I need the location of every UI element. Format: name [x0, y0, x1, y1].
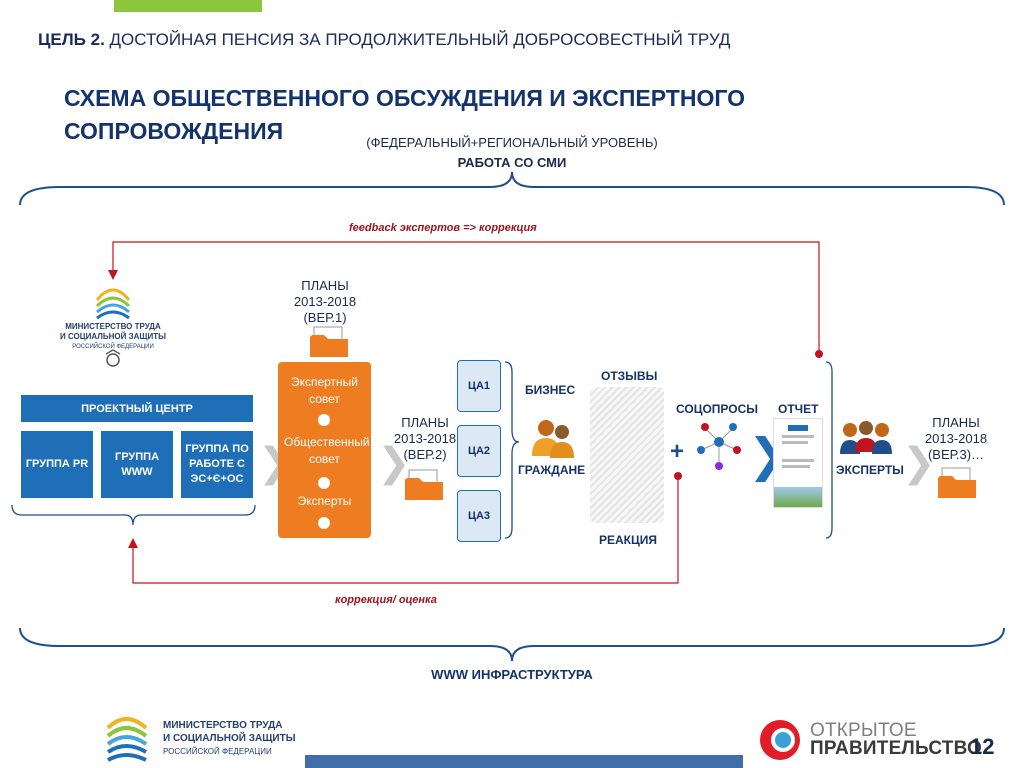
- feedback-bottom-arrow: [128, 538, 138, 548]
- social-network-icon: [697, 423, 741, 470]
- ministry-line-1: МИНИСТЕРСТВО ТРУДА: [65, 322, 161, 331]
- feedback-top-label: feedback экспертов => коррекция: [349, 222, 537, 234]
- open-government-logo-icon: [760, 720, 800, 760]
- og-line-2: ПРАВИТЕЛЬСТВО: [810, 738, 983, 759]
- feedback-top-arrow: [108, 270, 118, 280]
- reviews-panel: [590, 387, 664, 523]
- goal-prefix: ЦЕЛЬ 2.: [38, 30, 105, 49]
- bottom-brace: [19, 627, 1005, 662]
- level-label: (ФЕДЕРАЛЬНЫЙ+РЕГИОНАЛЬНЫЙ УРОВЕНЬ): [366, 135, 658, 150]
- plans-v2-title: ПЛАНЫ: [401, 415, 449, 430]
- footer-bar: [305, 755, 743, 768]
- polls-label: СОЦОПРОСЫ: [676, 402, 759, 416]
- open-government-text: ОТКРЫТОЕ ПРАВИТЕЛЬСТВО: [810, 720, 983, 759]
- footer-ministry-text: МИНИСТЕРСТВО ТРУДА И СОЦИАЛЬНОЙ ЗАЩИТЫ Р…: [163, 719, 296, 758]
- expert-council-box: Экспертный совет Общественный совет Эксп…: [278, 362, 371, 538]
- ministry-line-2: И СОЦИАЛЬНОЙ ЗАЩИТЫ: [60, 332, 166, 341]
- plans-v1-title: ПЛАНЫ: [301, 278, 349, 293]
- feedback-bottom-line: [132, 476, 679, 584]
- title-line-1: СХЕМА ОБЩЕСТВЕННОГО ОБСУЖДЕНИЯ И ЭКСПЕРТ…: [64, 85, 745, 111]
- page-number: 12: [970, 734, 995, 759]
- document-folder-icon: [405, 469, 443, 500]
- people-icon: [840, 421, 892, 454]
- citizens-label: ГРАЖДАНЕ: [518, 463, 586, 477]
- footer-ministry-line-3: РОССИЙСКОЙ ФЕДЕРАЦИИ: [163, 747, 272, 756]
- footer-ministry-line-2: И СОЦИАЛЬНОЙ ЗАЩИТЫ: [163, 733, 296, 744]
- public-council-label: Общественный совет: [284, 435, 370, 466]
- feedback-bottom-label: коррекция/ оценка: [335, 594, 437, 606]
- media-label: РАБОТА СО СМИ: [457, 155, 567, 170]
- experts-label: Эксперты: [297, 494, 352, 508]
- project-center: ПРОЕКТНЫЙ ЦЕНТР: [21, 395, 253, 422]
- bullet-dot: [318, 477, 330, 489]
- feedback-bottom-dot: [674, 472, 682, 480]
- slide-title: СХЕМА ОБЩЕСТВЕННОГО ОБСУЖДЕНИЯ И ЭКСПЕРТ…: [64, 82, 804, 148]
- bullet-dot: [318, 517, 330, 529]
- plans-v2-years: 2013-2018: [393, 431, 457, 446]
- group-pr: ГРУППА PR: [21, 431, 93, 498]
- plans-v2-version: (ВЕР.2): [403, 447, 447, 462]
- ministry-line-3: РОССИЙСКОЙ ФЕДЕРАЦИИ: [72, 344, 154, 350]
- goal-heading: ЦЕЛЬ 2. ДОСТОЙНАЯ ПЕНСИЯ ЗА ПРОДОЛЖИТЕЛЬ…: [38, 30, 730, 50]
- reaction-label: РЕАКЦИЯ: [599, 533, 658, 547]
- experts-caption: ЭКСПЕРТЫ: [836, 463, 904, 477]
- plans-v3-years: 2013-2018: [924, 431, 988, 446]
- business-label: БИЗНЕС: [525, 383, 576, 397]
- report-label: ОТЧЕТ: [778, 402, 819, 416]
- group-expert-work: ГРУППА ПО РАБОТЕ С ЭС+Є+ОС: [181, 431, 253, 498]
- group-www: ГРУППА WWW: [101, 431, 173, 498]
- plans-v3-version: (ВЕР.3)…: [927, 447, 985, 462]
- feedback-top-dot: [815, 350, 823, 358]
- target-audience-1: ЦА1: [457, 360, 501, 412]
- www-infrastructure-label: WWW ИНФРАСТРУКТУРА: [431, 667, 593, 682]
- target-audience-2: ЦА2: [457, 425, 501, 477]
- experts-brace-left: [825, 361, 833, 539]
- ministry-logo-text: МИНИСТЕРСТВО ТРУДА И СОЦИАЛЬНОЙ ЗАЩИТЫ Р…: [50, 322, 176, 352]
- title-line-2: СОПРОВОЖДЕНИЯ: [64, 118, 284, 144]
- ministry-logo-icon: [95, 288, 131, 367]
- expert-council-label: Экспертный совет: [290, 375, 359, 406]
- plans-v2: ПЛАНЫ 2013-2018 (ВЕР.2): [390, 415, 460, 463]
- ministry-logo-icon: [106, 717, 148, 762]
- plans-v1: ПЛАНЫ 2013-2018 (ВЕР.1): [285, 278, 365, 326]
- document-folder-icon: [310, 326, 348, 357]
- top-brace: [19, 171, 1005, 206]
- ca-brace: [504, 361, 520, 539]
- chevron-right-icon: ❯: [377, 440, 411, 486]
- report-icon: [773, 418, 823, 508]
- goal-text: ДОСТОЙНАЯ ПЕНСИЯ ЗА ПРОДОЛЖИТЕЛЬНЫЙ ДОБР…: [109, 30, 731, 49]
- target-audience-3: ЦА3: [457, 490, 501, 542]
- bullet-dot: [318, 414, 330, 426]
- plans-v1-years: 2013-2018: [293, 294, 357, 309]
- left-group-bracket: [11, 504, 256, 526]
- footer-ministry-line-1: МИНИСТЕРСТВО ТРУДА: [163, 720, 283, 731]
- plans-v3-title: ПЛАНЫ: [932, 415, 980, 430]
- og-line-1: ОТКРЫТОЕ: [810, 720, 917, 741]
- reviews-label: ОТЗЫВЫ: [601, 369, 658, 383]
- feedback-top-line: [112, 241, 820, 353]
- people-icon: [532, 420, 574, 458]
- plans-v1-version: (ВЕР.1): [303, 310, 347, 325]
- plans-v3: ПЛАНЫ 2013-2018 (ВЕР.3)…: [918, 415, 994, 463]
- document-folder-icon: [938, 467, 976, 498]
- plus-sign: +: [670, 438, 685, 465]
- top-accent-bar: [114, 0, 262, 12]
- chevron-right-icon: ❯: [902, 440, 936, 486]
